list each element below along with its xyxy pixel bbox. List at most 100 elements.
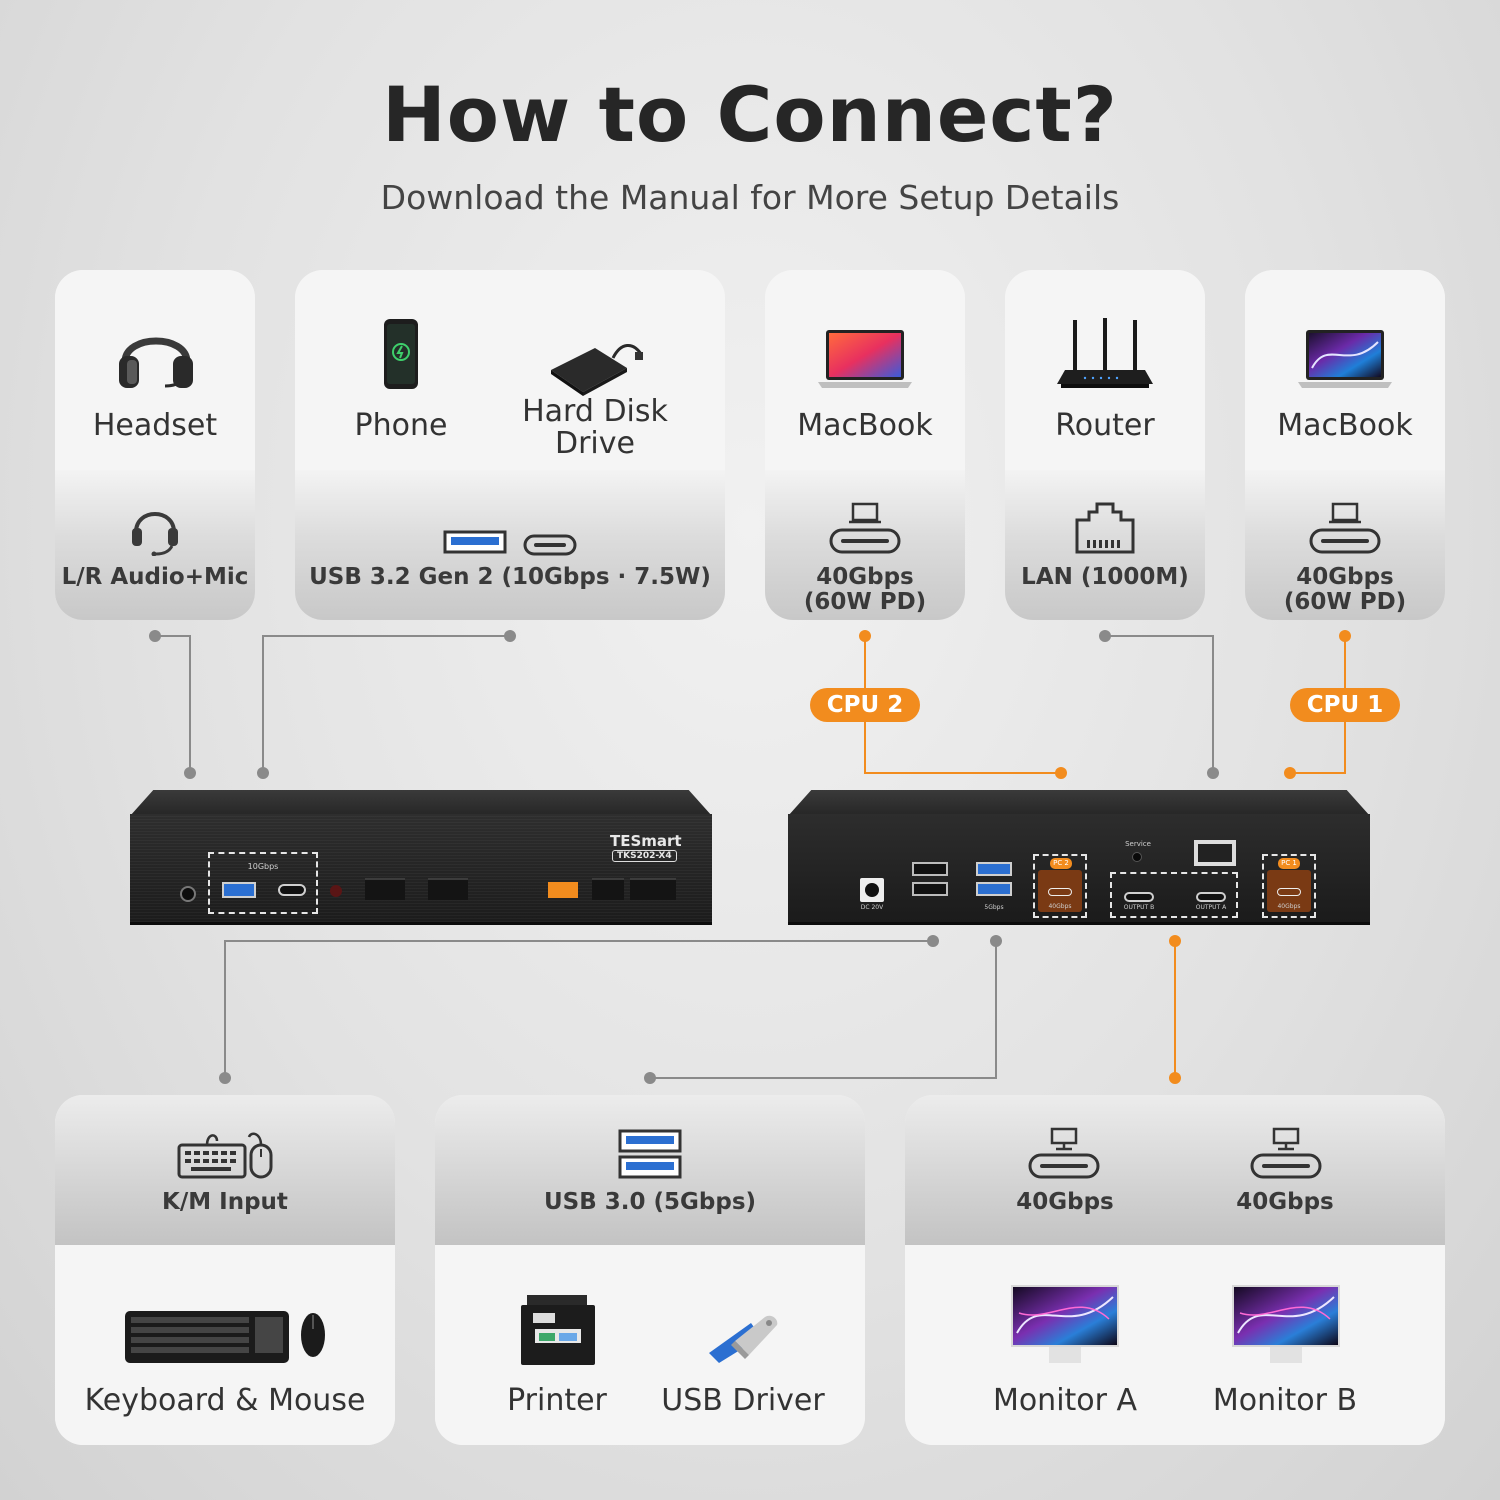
monitor-a-port-label: 40Gbps [1016, 1189, 1114, 1215]
audio-jack-icon [132, 512, 178, 556]
usb32-connector-line [262, 635, 510, 773]
rear-usb2-port [912, 882, 948, 896]
usb-drive-icon [709, 1315, 778, 1363]
front-usb-c-port [278, 884, 306, 896]
pc1-port-speed: 40Gbps [1277, 903, 1301, 910]
pc1-port-highlight [1262, 854, 1316, 918]
front-usb-a-port [222, 882, 256, 898]
usb3-connector-line [650, 941, 997, 1079]
kvm-front-panel: TESmart TKS202-X4 10Gbps [130, 790, 712, 925]
power-button [630, 878, 676, 900]
led-indicator [330, 885, 342, 897]
kvm-rear-panel: DC 20V 5Gbps PC 2 40Gbps Service OUTPUT … [788, 790, 1370, 925]
hard-disk-icon [551, 344, 643, 396]
usb-5g-label: 5Gbps [984, 904, 1004, 911]
thunderbolt-port-icon [829, 502, 901, 554]
card-router: Router LAN (1000M) [1005, 270, 1205, 620]
connector-dot [149, 630, 161, 642]
connector-dot [990, 935, 1002, 947]
connector-dot [1099, 630, 1111, 642]
lan-icon [1075, 502, 1135, 554]
usb32-port-highlight [208, 852, 318, 914]
router-port-label: LAN (1000M) [1021, 564, 1189, 590]
km-port-label: K/M Input [162, 1189, 288, 1215]
thunderbolt-port-icon [1309, 502, 1381, 554]
headset-port-label: L/R Audio+Mic [61, 564, 249, 590]
headset-connector-line [155, 635, 191, 773]
connector-dot [644, 1072, 656, 1084]
connector-dot [184, 767, 196, 779]
monitor-port-icon [1250, 1127, 1322, 1179]
rear-usb2-port [912, 862, 948, 876]
usb-driver-label: USB Driver [661, 1383, 825, 1418]
connector-dot [1339, 630, 1351, 642]
pc1-select-button [365, 878, 405, 900]
card-usb32: Phone Hard Disk Drive USB 3.2 Gen 2 (10G… [295, 270, 725, 620]
connector-dot [1169, 1072, 1181, 1084]
usb-c-icon [523, 534, 577, 556]
output-a-port [1196, 892, 1226, 902]
hdd-label-line1: Hard Disk [522, 394, 668, 429]
macbook-icon [1298, 330, 1392, 388]
card-macbook-cpu1: MacBook 40Gbps (60W PD) [1245, 270, 1445, 620]
monitor-icon [1232, 1285, 1340, 1363]
km-input-icon [177, 1132, 273, 1179]
switch-button [548, 882, 578, 898]
card-usb3: USB 3.0 (5Gbps) Printer USB Driver [435, 1095, 865, 1445]
cpu2-badge: CPU 2 [810, 688, 920, 722]
cpu1-connector-line [1290, 636, 1346, 774]
usb32-port-label: USB 3.2 Gen 2 (10Gbps · 7.5W) [309, 564, 711, 590]
service-label: Service [1125, 840, 1151, 848]
output-port-highlight [1110, 872, 1238, 918]
output-a-label: OUTPUT A [1195, 904, 1227, 911]
connector-dot [1055, 767, 1067, 779]
rear-usb3-port [976, 882, 1012, 896]
card-headset: Headset L/R Audio+Mic [55, 270, 255, 620]
monitor-a-label: Monitor A [992, 1383, 1138, 1418]
card-macbook-cpu2: MacBook 40Gbps (60W PD) [765, 270, 965, 620]
dc-power-port [860, 878, 884, 902]
pc2-port-highlight [1033, 854, 1087, 918]
kvm-model: TKS202-X4 [612, 850, 677, 862]
usb-a-icon [443, 530, 507, 554]
km-device-label: Keyboard & Mouse [84, 1383, 366, 1418]
headset-icon [119, 337, 193, 388]
kvm-usb-speed-label: 10Gbps [247, 862, 279, 871]
pc2-port-speed: 40Gbps [1048, 903, 1072, 910]
router-connector-line [1105, 635, 1214, 773]
printer-icon [521, 1295, 595, 1365]
hotkey-button [592, 878, 624, 900]
usb-a-dual-icon [618, 1129, 682, 1179]
monitor-port-icon [1028, 1127, 1100, 1179]
usb3-port-label: USB 3.0 (5Gbps) [543, 1189, 757, 1215]
keyboard-mouse-icon [125, 1311, 325, 1363]
router-icon [1057, 318, 1153, 388]
headset-label: Headset [92, 408, 218, 443]
km-connector-line [224, 940, 933, 1078]
page-title: How to Connect? [382, 70, 1118, 159]
macbook-cpu1-label: MacBook [1277, 408, 1413, 443]
connector-dot [927, 935, 939, 947]
macbook-cpu2-port-line2: (60W PD) [803, 589, 927, 615]
card-km: K/M Input Keyboard & Mouse [55, 1095, 395, 1445]
output-b-port [1124, 892, 1154, 902]
lan-port [1194, 840, 1236, 866]
pc2-port-tag: PC 2 [1050, 858, 1072, 869]
phone-icon [384, 319, 418, 389]
connector-dot [257, 767, 269, 779]
macbook-icon [818, 330, 912, 388]
monitor-b-label: Monitor B [1212, 1383, 1358, 1418]
cpu1-badge: CPU 1 [1290, 688, 1400, 722]
macbook-cpu2-port-line1: 40Gbps [816, 564, 914, 590]
connector-dot [1207, 767, 1219, 779]
connector-dot [504, 630, 516, 642]
macbook-cpu2-label: MacBook [797, 408, 933, 443]
service-port [1132, 852, 1142, 862]
output-b-label: OUTPUT B [1123, 904, 1155, 911]
pc1-port-tag: PC 1 [1278, 858, 1300, 869]
connector-dot [1284, 767, 1296, 779]
pc1-thunderbolt-port [1267, 870, 1311, 912]
card-monitors: 40Gbps 40Gbps Monitor A Monitor B [905, 1095, 1445, 1445]
monitor-b-port-label: 40Gbps [1236, 1189, 1334, 1215]
